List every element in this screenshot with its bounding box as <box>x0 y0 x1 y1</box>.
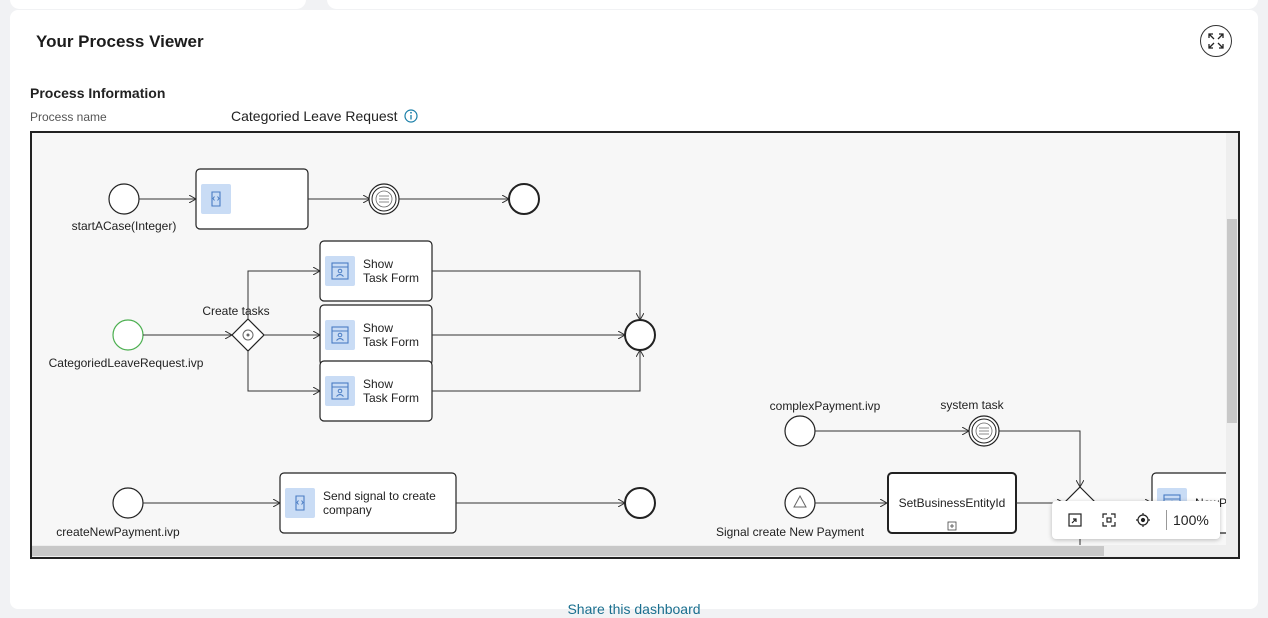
zoom-level: 100% <box>1173 512 1209 528</box>
user-task[interactable]: Show Task Form <box>319 304 433 366</box>
set-business-entity-subprocess[interactable]: SetBusinessEntityId <box>887 472 1017 534</box>
start-event-create-payment[interactable] <box>112 487 144 519</box>
task-label-line1: Show <box>363 257 393 271</box>
categoried-leave-request-label: CategoriedLeaveRequest.ivp <box>49 356 204 370</box>
horizontal-scroll-thumb[interactable] <box>32 546 1104 556</box>
create-tasks-label: Create tasks <box>202 304 269 318</box>
fullscreen-icon <box>1102 513 1116 527</box>
start-a-case-label: startACase(Integer) <box>72 219 177 233</box>
subprocess-label: SetBusinessEntityId <box>899 496 1006 510</box>
end-event[interactable] <box>508 183 540 215</box>
sequence-flow <box>999 430 1080 487</box>
script-icon <box>200 183 232 215</box>
section-title: Process Information <box>30 85 166 101</box>
send-signal-task[interactable]: Send signal to create company <box>279 472 457 534</box>
process-viewer-panel: Your Process Viewer Process Information … <box>10 10 1258 609</box>
end-event[interactable] <box>624 319 656 351</box>
share-dashboard-link[interactable]: Share this dashboard <box>567 601 701 617</box>
diagram-viewer[interactable]: startACase(Integer) CategoriedLeaveRe <box>30 131 1240 559</box>
task-label-line2: company <box>323 503 372 517</box>
sequence-flow <box>247 271 320 319</box>
fit-to-screen-icon <box>1068 513 1082 527</box>
start-event-categoried[interactable] <box>112 319 144 351</box>
viewer-toolbar: 100% <box>1052 501 1220 539</box>
complex-payment-label: complexPayment.ivp <box>770 399 881 413</box>
task-label-line2: Task Form <box>363 335 419 349</box>
fit-to-screen-button[interactable] <box>1058 505 1092 535</box>
sequence-flow <box>432 270 640 320</box>
expand-arrows-icon <box>1208 33 1224 49</box>
center-target-icon <box>1136 513 1150 527</box>
task-label-line1: Send signal to create <box>323 489 436 503</box>
user-task[interactable]: Show Task Form <box>319 240 433 302</box>
user-form-icon <box>324 375 356 407</box>
create-new-payment-label: createNewPayment.ivp <box>56 525 180 539</box>
top-card-right <box>327 0 1258 9</box>
start-event-complex-payment[interactable] <box>784 415 816 447</box>
user-form-icon <box>324 255 356 287</box>
toolbar-divider <box>1166 510 1167 530</box>
process-name-label: Process name <box>30 110 107 124</box>
user-task[interactable]: Show Task Form <box>319 360 433 422</box>
horizontal-scrollbar[interactable] <box>32 545 1226 557</box>
task-label-line1: Show <box>363 377 393 391</box>
vertical-scroll-thumb[interactable] <box>1227 219 1237 423</box>
start-event[interactable] <box>108 183 140 215</box>
sequence-flow <box>247 351 320 391</box>
sequence-flow <box>432 350 640 392</box>
system-task-label: system task <box>940 398 1004 412</box>
top-card-left <box>10 0 306 9</box>
signal-start-event[interactable] <box>784 487 816 519</box>
panel-title: Your Process Viewer <box>36 32 204 51</box>
end-event[interactable] <box>624 487 656 519</box>
process-name-value: Categoried Leave Request <box>231 108 398 124</box>
intermediate-event[interactable] <box>368 183 400 215</box>
script-icon <box>284 487 316 519</box>
system-task-event[interactable] <box>968 415 1000 447</box>
center-button[interactable] <box>1126 505 1160 535</box>
info-circle-icon[interactable] <box>403 109 418 123</box>
task-label-line2: Task Form <box>363 391 419 405</box>
task-label-line1: Show <box>363 321 393 335</box>
process-name-field: Categoried Leave Request <box>231 108 418 124</box>
expand-button[interactable] <box>1200 25 1232 57</box>
script-task[interactable] <box>195 168 309 230</box>
vertical-scrollbar[interactable] <box>1226 133 1238 557</box>
signal-create-payment-label: Signal create New Payment <box>716 525 865 539</box>
fullscreen-button[interactable] <box>1092 505 1126 535</box>
process-diagram[interactable]: startACase(Integer) CategoriedLeaveRe <box>32 133 1238 557</box>
task-label-line2: Task Form <box>363 271 419 285</box>
user-form-icon <box>324 319 356 351</box>
inclusive-gateway[interactable] <box>231 318 265 352</box>
